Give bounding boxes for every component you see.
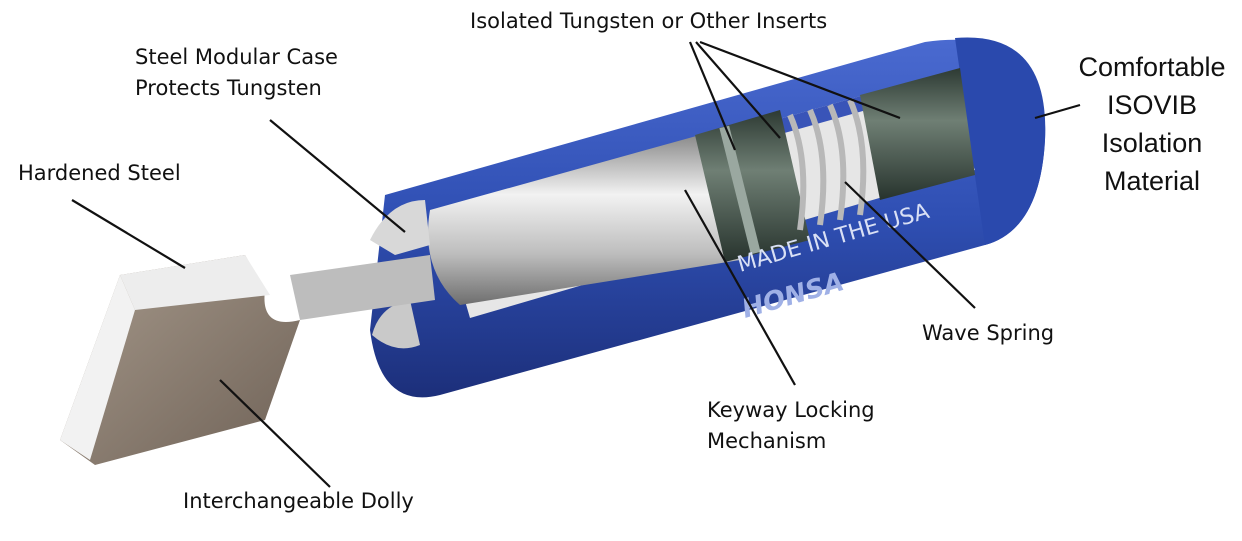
leader-comfortable <box>1034 103 1081 120</box>
leader-dolly <box>219 379 331 488</box>
leader-wave-spring <box>844 181 976 309</box>
label-hardened-steel: Hardened Steel <box>18 161 181 185</box>
label-keyway: Keyway Locking Mechanism <box>707 398 875 453</box>
wave-spring <box>787 98 867 231</box>
label-steel-case: Steel Modular Case Protects Tungsten <box>135 45 338 100</box>
tungsten-inserts <box>695 68 975 262</box>
leader-steel-case <box>269 119 406 233</box>
shaft <box>290 255 435 320</box>
label-comfortable: Comfortable ISOVIB Isolation Material <box>1078 52 1226 196</box>
leader-hardened-steel <box>71 199 186 269</box>
label-isolated-inserts: Isolated Tungsten or Other Inserts <box>470 9 828 33</box>
leader-inserts-a <box>688 41 737 151</box>
leader-lines <box>71 40 1081 488</box>
leader-keyway <box>684 189 796 386</box>
leader-inserts-b <box>695 41 781 139</box>
leader-inserts-c <box>699 40 901 120</box>
label-dolly: Interchangeable Dolly <box>183 489 414 513</box>
dolly <box>60 255 300 465</box>
label-wave-spring: Wave Spring <box>922 321 1055 345</box>
